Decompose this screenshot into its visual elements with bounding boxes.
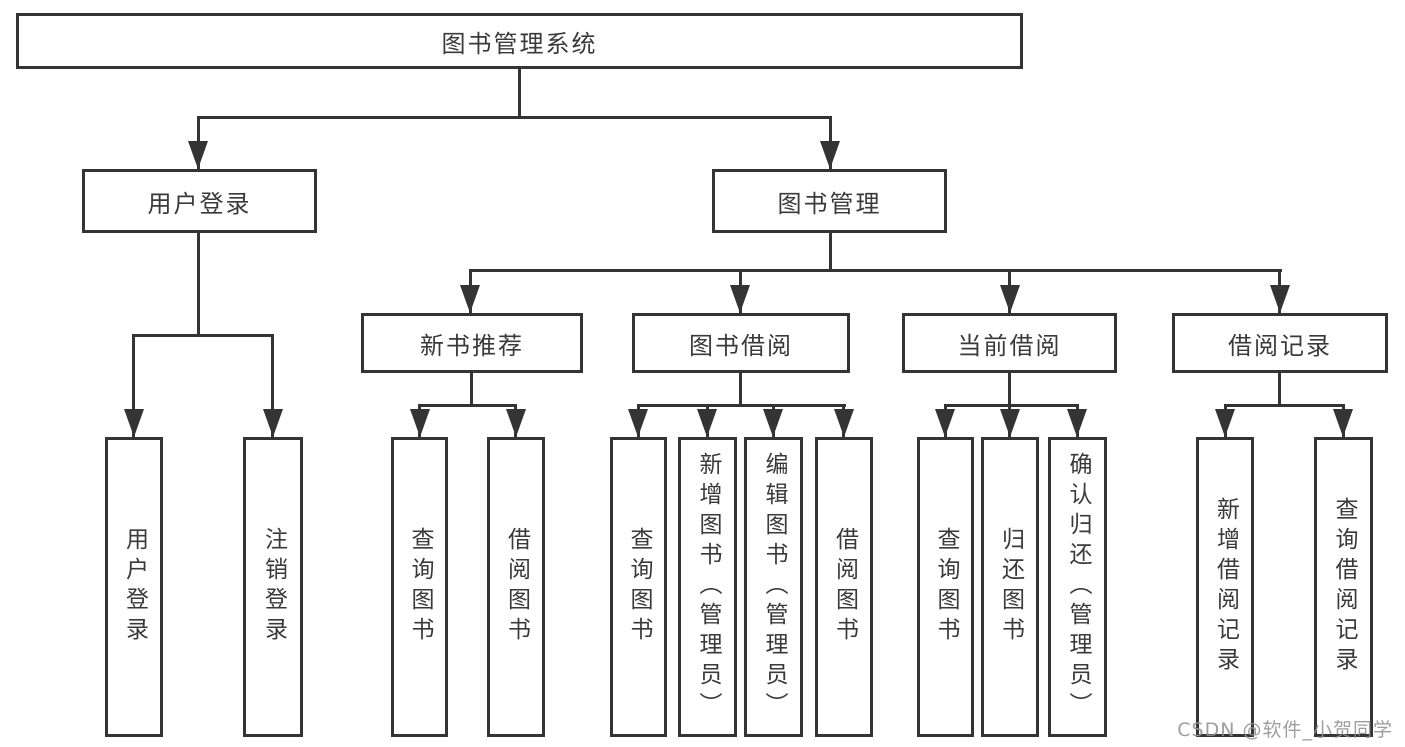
node-label: 用户登录 <box>147 189 252 218</box>
vline <box>1278 373 1281 406</box>
node-user-login-group: 用户登录 <box>82 169 317 233</box>
node-book-borrowing: 图书借阅 <box>632 313 850 373</box>
node-leaf-confirm-return-admin: 确认归还（管理员） <box>1048 437 1107 737</box>
arrowhead-down-icon <box>1270 285 1290 313</box>
node-leaf-add-borrow-record: 新增借阅记录 <box>1196 437 1254 737</box>
vline <box>829 233 832 272</box>
hline <box>197 116 832 119</box>
node-new-book-recommend: 新书推荐 <box>361 313 583 373</box>
arrowhead-down-icon <box>820 141 840 169</box>
node-label: 图书管理系统 <box>441 29 598 58</box>
node-label: 查询借阅记录 <box>1331 497 1357 677</box>
csdn-watermark: CSDN @软件_小贺同学 <box>1177 719 1393 741</box>
node-leaf-logout: 注销登录 <box>243 437 303 737</box>
node-current-borrowing: 当前借阅 <box>902 313 1117 373</box>
arrowhead-down-icon <box>1000 285 1020 313</box>
arrowhead-down-icon <box>188 141 208 169</box>
node-label: 图书借阅 <box>689 331 793 360</box>
node-leaf-recommend-borrow-books: 借阅图书 <box>487 437 545 737</box>
node-leaf-borrow-books: 借阅图书 <box>815 437 873 737</box>
hline <box>132 334 274 337</box>
arrowhead-down-icon <box>834 409 854 437</box>
node-label: 确认归还（管理员） <box>1065 452 1091 722</box>
node-leaf-return-books: 归还图书 <box>981 437 1039 737</box>
node-label: 归还图书 <box>997 527 1024 647</box>
arrowhead-down-icon <box>628 409 648 437</box>
node-root-library-management-system: 图书管理系统 <box>16 13 1023 69</box>
hline <box>469 269 1282 272</box>
node-leaf-edit-books-admin: 编辑图书（管理员） <box>744 437 803 737</box>
node-borrowing-records: 借阅记录 <box>1172 313 1388 373</box>
arrowhead-down-icon <box>124 409 144 437</box>
node-label: 图书管理 <box>777 189 882 218</box>
node-leaf-recommend-query-books: 查询图书 <box>391 437 448 737</box>
node-leaf-current-query-books: 查询图书 <box>917 437 974 737</box>
vline <box>132 334 135 437</box>
node-label: 注销登录 <box>260 527 287 647</box>
node-label: 编辑图书（管理员） <box>761 452 787 722</box>
hline <box>418 404 517 407</box>
node-label: 新增借阅记录 <box>1212 497 1239 677</box>
node-label: 借阅图书 <box>831 527 858 647</box>
arrowhead-down-icon <box>460 285 480 313</box>
vline <box>470 373 473 406</box>
hline <box>944 404 1079 407</box>
arrowhead-down-icon <box>730 285 750 313</box>
arrowhead-down-icon <box>1333 409 1353 437</box>
node-label: 当前借阅 <box>957 331 1062 360</box>
arrowhead-down-icon <box>506 409 526 437</box>
arrowhead-down-icon <box>1067 409 1087 437</box>
arrowhead-down-icon <box>1000 409 1020 437</box>
arrowhead-down-icon <box>1215 409 1235 437</box>
hline <box>1224 404 1345 407</box>
vline <box>739 373 742 406</box>
hline <box>637 404 846 407</box>
node-leaf-borrowing-query-books: 查询图书 <box>610 437 667 737</box>
node-label: 查询图书 <box>407 527 433 647</box>
arrowhead-down-icon <box>410 409 430 437</box>
node-label: 新书推荐 <box>420 331 524 360</box>
arrowhead-down-icon <box>935 409 955 437</box>
node-label: 查询图书 <box>933 527 959 647</box>
vline <box>1008 373 1011 406</box>
node-label: 用户登录 <box>121 527 148 647</box>
node-leaf-query-borrow-record: 查询借阅记录 <box>1314 437 1373 737</box>
node-label: 借阅图书 <box>503 527 530 647</box>
vline <box>518 69 521 119</box>
node-book-management: 图书管理 <box>712 169 947 233</box>
arrowhead-down-icon <box>697 409 717 437</box>
node-label: 借阅记录 <box>1228 331 1332 360</box>
node-leaf-add-books-admin: 新增图书（管理员） <box>678 437 737 737</box>
arrowhead-down-icon <box>763 409 783 437</box>
node-label: 查询图书 <box>626 527 652 647</box>
vline <box>271 334 274 437</box>
node-label: 新增图书（管理员） <box>695 452 721 722</box>
node-leaf-user-login: 用户登录 <box>105 437 163 737</box>
arrowhead-down-icon <box>263 409 283 437</box>
vline <box>197 233 200 336</box>
